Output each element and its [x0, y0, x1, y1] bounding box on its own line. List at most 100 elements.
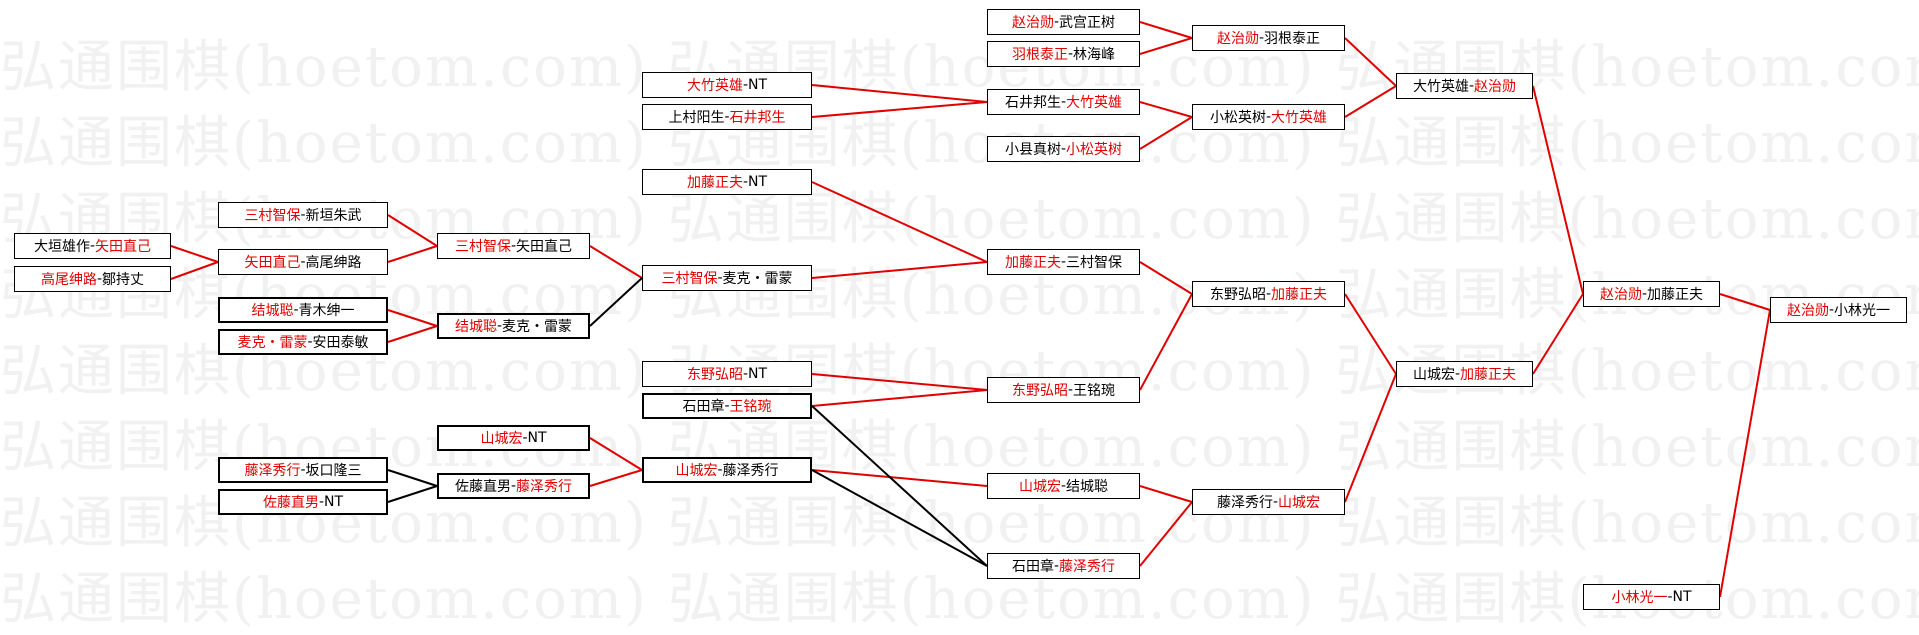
player-name: 石田章	[682, 399, 725, 415]
match-box-m25: 东野弘昭-王铭琬	[987, 377, 1140, 403]
match-box-m31: 藤泽秀行-山城宏	[1192, 489, 1345, 515]
versus-dash: -	[1272, 494, 1279, 510]
bracket-line-m19-m26	[811, 469, 988, 487]
match-box-m28: 赵治勋-羽根泰正	[1192, 25, 1345, 51]
bracket-line-m25-m30	[1139, 293, 1193, 391]
versus-dash: -	[742, 77, 749, 93]
versus-dash: -	[1468, 78, 1475, 94]
bracket-line-m21-m28	[1139, 37, 1193, 55]
bracket-lines	[170, 21, 1771, 598]
match-box-m09: 三村智保-矢田直己	[437, 233, 590, 259]
versus-dash: -	[300, 254, 306, 270]
match-box-m10: 结城聪-麦克・雷蒙	[437, 313, 590, 339]
match-box-m18: 石田章-王铭琬	[642, 393, 812, 419]
bracket-line-m32-m34	[1532, 85, 1584, 295]
versus-dash: -	[1641, 286, 1648, 302]
bracket-line-m11-m19	[589, 437, 643, 471]
versus-dash: -	[293, 302, 299, 318]
bracket-line-m23-m29	[1139, 116, 1193, 150]
match-box-m27: 石田章-藤泽秀行	[987, 553, 1140, 579]
versus-dash: -	[1454, 366, 1461, 382]
player-name: 石田章	[1011, 559, 1054, 575]
match-box-m21: 羽根泰正-林海峰	[987, 41, 1140, 67]
player-name: 赵治勋	[1216, 31, 1259, 47]
player-name: 大垣雄作	[33, 239, 90, 255]
versus-dash: -	[1060, 254, 1067, 270]
bracket-line-m33-m34	[1532, 293, 1584, 375]
versus-dash: -	[724, 109, 730, 125]
player-name: 小林光一	[1834, 303, 1891, 319]
player-name: 羽根泰正	[1011, 47, 1068, 63]
player-name: NT	[1672, 589, 1692, 605]
match-box-m36: 赵治勋-小林光一	[1770, 297, 1907, 323]
player-name: 高尾绅路	[305, 255, 362, 271]
player-name: 藤泽秀行	[244, 463, 301, 479]
versus-dash: -	[1067, 382, 1074, 398]
player-name: 小松英树	[1209, 110, 1266, 126]
player-name: 佐藤直男	[262, 495, 319, 511]
bracket-line-m13-m22	[811, 84, 988, 103]
bracket-line-m28-m32	[1344, 37, 1397, 87]
player-name: 鄒持丈	[102, 272, 145, 288]
match-box-m32: 大竹英雄-赵治勋	[1396, 73, 1533, 99]
player-name: 王铭琬	[1073, 383, 1116, 399]
player-name: 三村智保	[244, 208, 301, 224]
versus-dash: -	[1060, 141, 1067, 157]
player-name: 矢田直己	[95, 239, 152, 255]
versus-dash: -	[510, 478, 517, 494]
versus-dash: -	[1060, 478, 1067, 494]
match-box-m23: 小县真树-小松英树	[987, 136, 1140, 162]
versus-dash: -	[1667, 589, 1673, 605]
match-box-m30: 东野弘昭-加藤正夫	[1192, 281, 1345, 307]
versus-dash: -	[522, 430, 528, 446]
match-box-m19: 山城宏-藤泽秀行	[642, 457, 812, 483]
player-name: 山城宏	[1412, 367, 1455, 383]
match-box-m22: 石井邦生-大竹英雄	[987, 89, 1140, 115]
match-box-m33: 山城宏-加藤正夫	[1396, 361, 1533, 387]
versus-dash: -	[724, 398, 730, 414]
bracket-line-m29-m32	[1344, 85, 1397, 118]
bracket-line-m35-m36	[1719, 309, 1771, 598]
player-name: 麦克・雷蒙	[237, 335, 308, 351]
player-name: 大竹英雄	[1412, 79, 1469, 95]
bracket-line-m18-m25	[811, 389, 988, 407]
player-name: 安田泰敏	[312, 335, 369, 351]
player-name: 青木绅一	[298, 303, 355, 319]
player-name: 藤泽秀行	[722, 463, 779, 479]
match-box-m11: 山城宏-NT	[437, 425, 590, 451]
player-name: 麦克・雷蒙	[722, 271, 793, 287]
player-name: 高尾绅路	[40, 272, 97, 288]
versus-dash: -	[717, 270, 723, 286]
versus-dash: -	[89, 238, 96, 254]
player-name: 武宫正树	[1059, 15, 1116, 31]
bracket-line-m22-m29	[1139, 101, 1193, 118]
bracket-line-m07-m12	[387, 469, 438, 487]
versus-dash: -	[717, 462, 723, 478]
match-box-m20: 赵治勋-武宫正树	[987, 9, 1140, 35]
bracket-line-m27-m31	[1139, 501, 1193, 567]
player-name: 三村智保	[454, 239, 511, 255]
player-name: NT	[748, 366, 768, 382]
player-name: 结城聪	[454, 319, 497, 335]
player-name: 东野弘昭	[1209, 287, 1266, 303]
bracket-line-m09-m16	[589, 245, 643, 279]
bracket-line-m17-m25	[811, 373, 988, 391]
player-name: 山城宏	[1018, 479, 1061, 495]
player-name: 大竹英雄	[686, 78, 743, 94]
versus-dash: -	[742, 366, 749, 382]
versus-dash: -	[307, 334, 313, 350]
versus-dash: -	[1258, 30, 1265, 46]
bracket-line-m06-m10	[387, 325, 438, 343]
match-box-m03: 三村智保-新垣朱武	[218, 202, 388, 228]
versus-dash: -	[300, 207, 306, 223]
versus-dash: -	[1067, 46, 1074, 62]
versus-dash: -	[1053, 14, 1060, 30]
versus-dash: -	[1265, 286, 1272, 302]
player-name: NT	[748, 174, 768, 190]
match-box-m04: 矢田直己-高尾绅路	[218, 249, 388, 275]
player-name: 羽根泰正	[1264, 31, 1321, 47]
bracket-line-m24-m30	[1139, 261, 1193, 295]
bracket-line-m10-m16	[589, 277, 643, 327]
match-box-m15: 加藤正夫-NT	[642, 169, 812, 195]
player-name: 矢田直己	[244, 255, 301, 271]
